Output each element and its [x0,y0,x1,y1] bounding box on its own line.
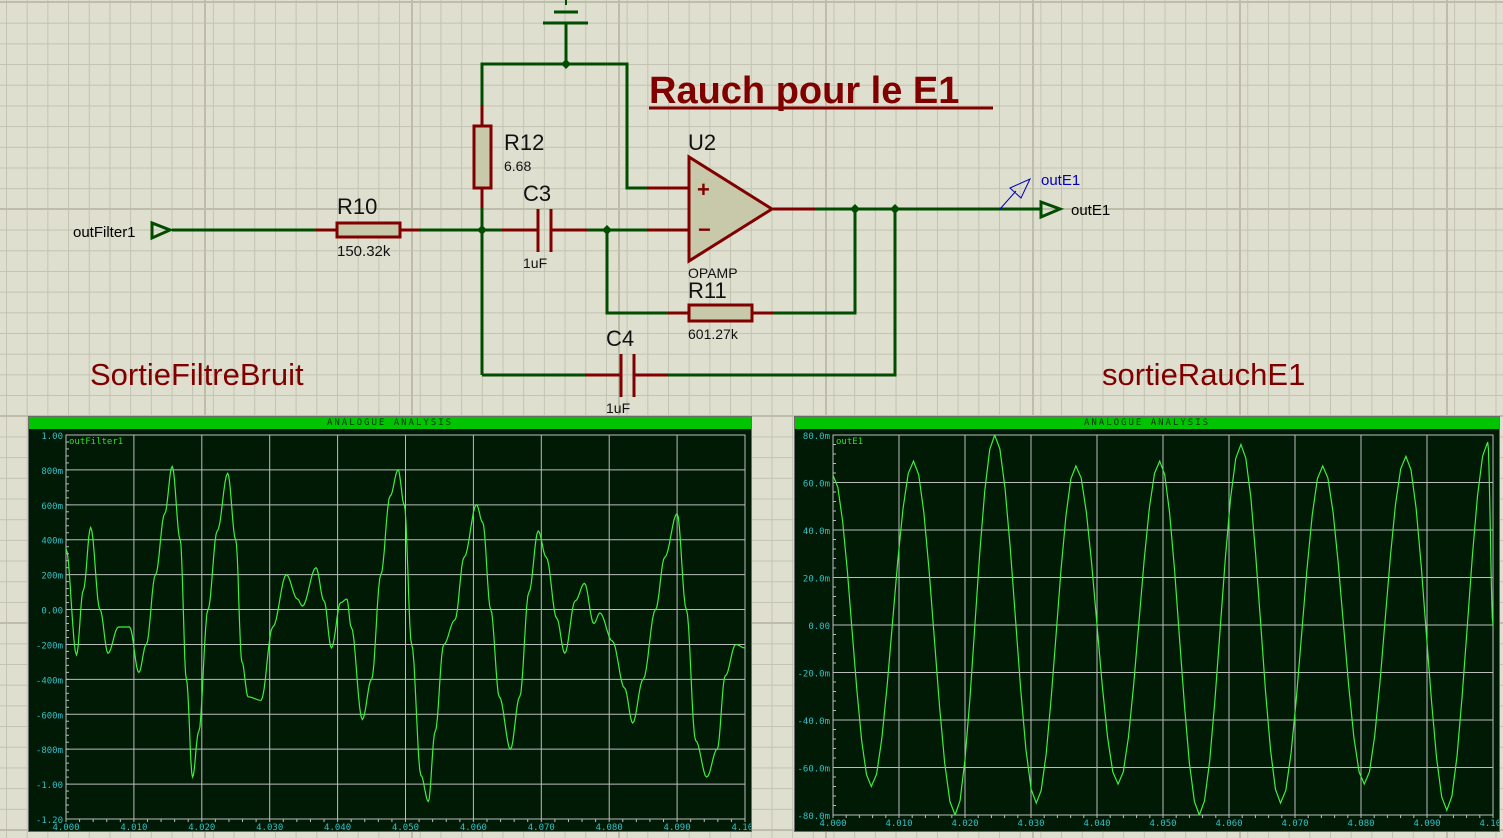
graph-plot-area: 4.000 4.010 4.020 4.030 4.040 4.050 4.060 4.070… [36,432,751,831]
y-tick-label: -400m [36,676,63,686]
output-terminal[interactable]: outE1 [1039,199,1110,220]
y-tick-label: 0.00 [41,607,63,617]
x-tick-label: 4.030 [1017,819,1044,829]
resistor-r11[interactable]: R11 601.27k [668,278,773,342]
y-tick-label: -80.0m [797,812,830,822]
x-tick-label: 4.070 [528,823,555,831]
probe-label: outE1 [1041,172,1080,189]
y-tick-label: -200m [36,641,63,651]
y-tick-label: 1.00 [41,432,63,442]
output-terminal-label: outE1 [1071,202,1110,219]
y-tick-label: 80.0m [803,432,830,442]
r11-value: 601.27k [688,326,739,342]
c3-ref: C3 [523,181,551,206]
r12-ref: R12 [504,130,544,155]
probe-arrow-icon [1009,177,1032,199]
x-tick-label: 4.090 [664,823,691,831]
u2-value: OPAMP [688,265,738,281]
series-label: outE1 [836,437,863,447]
x-tick-label: 4.040 [1083,819,1110,829]
x-tick-label: 4.080 [596,823,623,831]
junctions [477,59,900,235]
graph-title-bar[interactable]: ANALOGUE ANALYSIS [795,417,1499,429]
x-tick-label: 4.060 [1215,819,1242,829]
y-tick-label: -1.00 [36,781,63,791]
x-tick-label: 4.050 [392,823,419,831]
y-tick-label: -1.20 [36,816,63,826]
resistor-r10[interactable]: R10 150.32k [316,194,420,260]
series-label: outFilter1 [69,437,123,447]
left-graph-caption: SortieFiltreBruit [90,357,304,392]
y-tick-label: -800m [36,746,63,756]
graph-plot-area: 4.000 4.010 4.020 4.030 4.040 4.050 4.060 4.070… [797,432,1499,829]
y-tick-label: 40.0m [803,527,830,537]
series-line-outE1 [833,435,1493,815]
y-tick-label: -600m [36,711,63,721]
c4-value: 1uF [606,400,630,416]
x-tick-label: 4.080 [1347,819,1374,829]
terminal-arrow-icon [150,220,174,241]
x-tick-label: 4.010 [885,819,912,829]
x-tick-label: 4.090 [1413,819,1440,829]
y-tick-label: -40.0m [797,717,830,727]
r11-ref: R11 [688,278,727,303]
x-tick-label: 4.000 [819,819,846,829]
x-tick-label: 4.070 [1281,819,1308,829]
schematic-title: Rauch pour le E1 [649,70,959,112]
x-tick-label: 4.020 [188,823,215,831]
terminal-arrow-icon [1039,199,1065,220]
y-tick-label: -20.0m [797,670,830,680]
x-tick-label: 4.050 [1149,819,1176,829]
input-terminal[interactable]: outFilter1 [73,220,174,241]
x-tick-label: 4.020 [951,819,978,829]
x-tick-label: 4.040 [324,823,351,831]
capacitor-c3[interactable]: C3 1uF [502,181,587,271]
r10-ref: R10 [337,194,377,219]
opamp-plus-sign: + [697,177,710,202]
x-tick-label: 4.030 [256,823,283,831]
x-tick-label: 4.100 [1479,819,1499,829]
y-tick-label: 20.0m [803,575,830,585]
y-tick-label: 600m [41,502,63,512]
ground-icon[interactable] [543,0,588,64]
c3-value: 1uF [523,255,547,271]
x-tick-label: 4.010 [120,823,147,831]
y-tick-label: 60.0m [803,480,830,490]
r10-value: 150.32k [337,243,391,260]
y-tick-label: 800m [41,467,63,477]
right-graph-caption: sortieRauchE1 [1102,357,1305,392]
opamp-minus-sign: − [698,217,711,242]
input-terminal-label: outFilter1 [73,224,136,241]
y-tick-label: -60.0m [797,765,830,775]
y-tick-label: 0.00 [808,622,830,632]
x-tick-label: 4.060 [460,823,487,831]
r12-value: 6.68 [504,158,531,174]
y-tick-label: 200m [41,572,63,582]
c4-ref: C4 [606,326,634,351]
x-tick-label: 4.000 [52,823,79,831]
x-tick-label: 4.100 [731,823,751,831]
y-tick-label: 400m [41,537,63,547]
capacitor-c4[interactable]: C4 1uF [585,326,668,416]
resistor-r12[interactable]: R12 6.68 [472,105,544,208]
graph-title-bar[interactable]: ANALOGUE ANALYSIS [29,417,751,429]
series-line-outFilter1 [66,464,745,803]
opamp-u2[interactable]: + − U2 OPAMP [647,130,815,281]
u2-ref: U2 [688,130,716,155]
voltage-probe[interactable]: outE1 [999,172,1080,210]
